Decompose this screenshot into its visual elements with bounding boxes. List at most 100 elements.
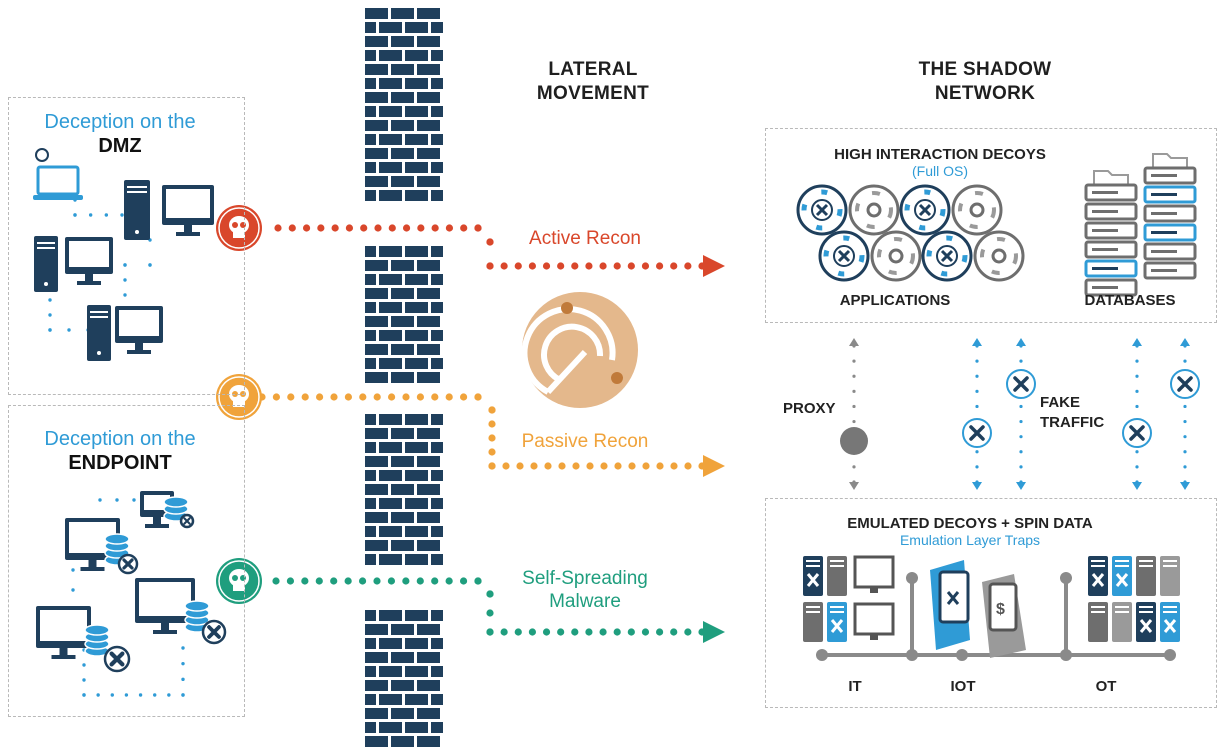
route-dot	[600, 462, 608, 470]
brick	[365, 22, 376, 33]
route-dot	[123, 263, 127, 267]
route-dot	[1019, 419, 1023, 424]
fake-traffic-line1: FAKE	[1040, 394, 1081, 411]
brick	[365, 36, 388, 47]
brick	[379, 162, 402, 173]
route-dot	[852, 404, 856, 409]
brick	[379, 554, 402, 565]
brick	[365, 652, 388, 663]
endpoint-layer	[33, 148, 227, 697]
route-dot	[474, 577, 482, 585]
brick	[365, 106, 376, 117]
emulated-panel	[765, 498, 1217, 708]
brick	[405, 722, 428, 733]
brick	[417, 92, 440, 103]
route-label-malware: Self-Spreading Malware	[490, 567, 680, 613]
brick	[365, 414, 376, 425]
endpoint-monitor4-icon	[36, 606, 91, 659]
brick	[431, 666, 443, 677]
brick	[431, 50, 443, 61]
brick	[365, 316, 388, 327]
shadow-network-heading: THE SHADOW NETWORK	[900, 58, 1070, 106]
brick	[391, 512, 414, 523]
brick	[431, 106, 443, 117]
endpoint-label: Deception on the ENDPOINT	[20, 427, 220, 475]
brick	[379, 442, 402, 453]
brick	[405, 666, 428, 677]
arrowhead	[849, 482, 859, 490]
route-dot	[288, 224, 296, 232]
brick	[417, 540, 440, 551]
route-dot	[1135, 359, 1139, 363]
brick	[391, 708, 414, 719]
disc-icon	[951, 184, 1003, 236]
route-dot	[317, 224, 325, 232]
dollar-sign-icon: $	[996, 601, 1005, 618]
brick	[391, 260, 414, 271]
brick	[405, 190, 428, 201]
route-dot	[852, 465, 856, 469]
brick	[365, 526, 376, 537]
route-dot	[181, 646, 185, 650]
route-dot	[373, 393, 381, 401]
route-dot	[402, 393, 410, 401]
arrowhead	[1180, 338, 1190, 346]
fake-traffic-node-icon	[962, 418, 992, 448]
route-dot	[387, 577, 396, 585]
route-dot	[975, 465, 979, 469]
endpoint-coins4-icon	[84, 624, 110, 657]
x-badge-icon	[103, 645, 131, 673]
dmz-label-name: DMZ	[98, 135, 142, 157]
bus-label-it: IT	[848, 678, 862, 695]
brick	[365, 638, 376, 649]
route-dot	[474, 224, 482, 232]
brick	[365, 708, 388, 719]
route-dot	[1019, 450, 1023, 454]
brick	[391, 456, 414, 467]
brick	[365, 148, 388, 159]
brick	[391, 428, 414, 439]
route-dot	[656, 462, 664, 470]
brick	[405, 498, 428, 509]
brick	[365, 540, 388, 551]
brick	[391, 120, 414, 131]
route-dot	[417, 224, 425, 232]
brick	[379, 302, 402, 313]
fake-traffic-node-icon	[1006, 369, 1036, 399]
decoy-disc-icon	[796, 184, 848, 236]
route-dot	[514, 628, 522, 636]
route-dot	[431, 577, 439, 585]
brick	[417, 176, 440, 187]
route-dot	[286, 577, 295, 585]
radar-logo-icon	[521, 292, 638, 408]
route-dot	[975, 450, 979, 454]
brick	[365, 722, 376, 733]
brick	[365, 666, 376, 677]
brick	[391, 8, 414, 19]
emulated-title: EMULATED DECOYS + SPIN DATA	[847, 515, 1093, 532]
brick	[365, 512, 388, 523]
route-label-active-recon: Active Recon	[529, 228, 641, 249]
route-dot	[486, 262, 494, 270]
ot-tower-icon	[1088, 602, 1108, 642]
it-tower-icon	[803, 602, 823, 642]
lateral-heading-line2: MOVEMENT	[536, 83, 650, 104]
brick	[365, 134, 376, 145]
brick	[417, 456, 440, 467]
arrowhead	[1016, 482, 1026, 490]
emulated-subtitle: Emulation Layer Traps	[899, 532, 1041, 548]
arrowhead	[972, 338, 982, 346]
route-dot	[975, 404, 979, 409]
route-dot	[684, 462, 692, 470]
brick	[405, 610, 428, 621]
brick	[391, 316, 414, 327]
brick	[391, 92, 414, 103]
brick	[417, 260, 440, 271]
route-dot	[542, 262, 551, 270]
brick	[431, 162, 443, 173]
arrowhead	[1016, 338, 1026, 346]
brick	[391, 736, 414, 747]
brick	[431, 610, 443, 621]
database-server-decoy-icon	[1143, 153, 1197, 280]
brick	[379, 106, 402, 117]
